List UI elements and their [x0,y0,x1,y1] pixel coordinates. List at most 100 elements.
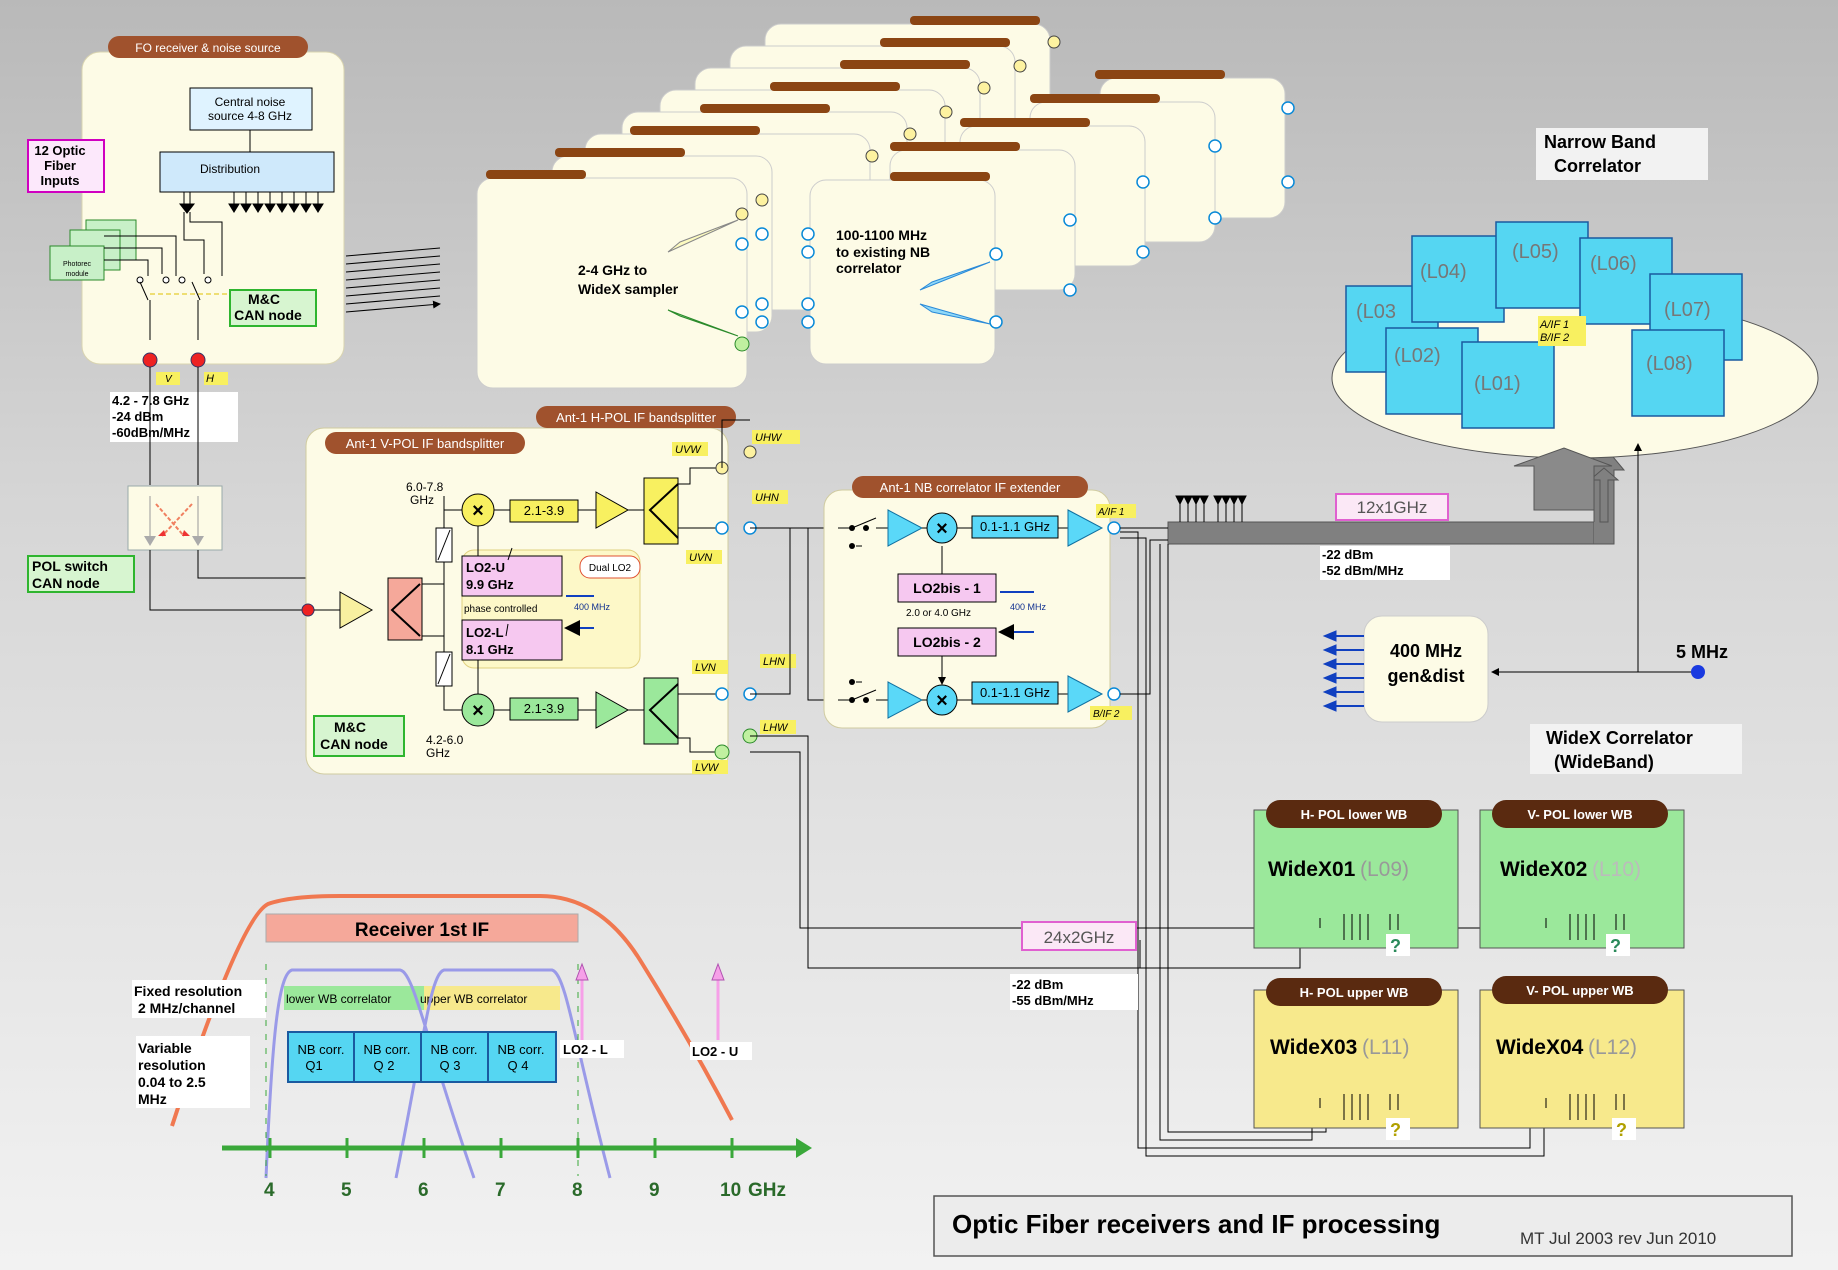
freq-choice-label: 2.0 or 4.0 GHz [906,608,971,619]
aif1-label: A/IF 1 [1097,507,1125,518]
port-lhn: LHN [763,656,785,668]
nb-sampler-line1: 100-1100 MHz [836,227,927,243]
lower-wb-label: lower WB correlator [286,992,391,1006]
spectrum-plot: Receiver 1st IF lower WB correlator uppe… [132,894,812,1201]
widex03-name: WideX03 [1270,1036,1357,1059]
bus-24-spec2: -55 dBm/MHz [1012,993,1094,1008]
lo2l-line1: LO2-L [466,625,504,640]
gen-line1: 400 MHz [1390,641,1462,661]
photorec-line1: Photorec [63,261,92,268]
nb-aif1: A/IF 1 [1539,319,1569,331]
filter-lower: 2.1-3.9 [524,701,564,716]
pol-switch-line2: CAN node [32,575,100,591]
fixed-res-line1: Fixed resolution [134,983,242,999]
lo2bis1-label: LO2bis - 1 [913,580,981,596]
widex-bus: 24x2GHz -22 dBm -55 dBm/MHz [800,531,1557,1157]
nb-filter2: 0.1-1.1 GHz [980,685,1050,700]
port-lvn: LVN [695,662,716,674]
nb-sampler-line2: to existing NB [836,244,930,260]
output-fiber-arrows [345,247,440,313]
widex-sampler-line1: 2-4 GHz to [578,262,647,278]
fo-mc-line1: M&C [248,291,280,307]
nb-corr-q2-line2: Q 2 [374,1058,395,1073]
nb-title-line1: Narrow Band [1544,132,1656,152]
optic-inputs-line2: Fiber [44,158,76,173]
h-label: H [206,373,214,385]
widex-correlator: WideX Correlator (WideBand) H- POL lower… [1253,724,1742,1140]
fo-receiver-panel: FO receiver & noise source Central noise… [27,36,345,442]
nb-unit-l07: (L07) [1664,299,1711,321]
widex02-name: WideX02 [1500,858,1587,881]
widex01-q: ? [1390,936,1401,956]
upper-wb-label: upper WB correlator [420,992,527,1006]
filter-upper: 2.1-3.9 [524,503,564,518]
nb-unit-l02: (L02) [1394,345,1441,367]
var-res-line4: MHz [138,1091,167,1107]
lo2l-line2: 8.1 GHz [466,642,514,657]
nb-extender-panel: Ant-1 NB correlator IF extender × × 0.1-… [823,476,1136,729]
bus-12-label: 12x1GHz [1357,498,1428,517]
axis-tick-label: 5 [341,1180,352,1201]
upper-freq-line1: 6.0-7.8 [406,480,444,494]
bus-24-spec1: -22 dBm [1012,977,1063,992]
lower-freq-line1: 4.2-6.0 [426,733,464,747]
axis-tick-label: 9 [649,1180,660,1201]
footer-credit: MT Jul 2003 rev Jun 2010 [1520,1229,1716,1248]
generator: 400 MHz gen&dist 5 MHz [1322,615,1728,723]
nb-corr-q2-line1: NB corr. [364,1042,411,1057]
nb-corr-q3-line1: NB corr. [431,1042,478,1057]
widex-sampler-line2: WideX sampler [578,281,679,297]
svg-text:×: × [472,500,484,522]
widex-input-arrows [1319,914,1625,1120]
nb-corr-q3-line2: Q 3 [440,1058,461,1073]
widex02-unit: (L10) [1592,858,1641,881]
bif2-label: B/IF 2 [1093,709,1120,720]
nb-unit-l04: (L04) [1420,261,1467,283]
receiver-if-passband [170,894,734,1127]
lo2u-line1: LO2-U [466,560,505,575]
widex01-tag: H- POL lower WB [1301,807,1408,822]
widex-title-line2: (WideBand) [1554,752,1654,772]
bus-12-spec1: -22 dBm [1322,547,1373,562]
nb-title-line2: Correlator [1554,156,1641,176]
nb-bus: 12x1GHz -22 dBm -52 dBm/MHz [1120,445,1626,695]
nb-unit-l05: (L05) [1512,241,1559,263]
svg-text:×: × [472,700,484,722]
receiver-if-label: Receiver 1st IF [355,920,489,941]
pol-switch-line1: POL switch [32,558,108,574]
narrow-band-correlator: Narrow Band Correlator (L03 (L04) (L05) … [1331,128,1819,672]
lo2bis2-label: LO2bis - 2 [913,634,981,650]
widex01-name: WideX01 [1268,858,1356,881]
nb-corr-q4-line1: NB corr. [498,1042,545,1057]
distribution-outputs [178,192,324,214]
port-uhn: UHN [755,492,779,504]
bus-24-label: 24x2GHz [1044,928,1115,947]
sampler-card-stack: 2-4 GHz to WideX sampler 100-1100 MHz to… [476,16,1295,389]
nb-sampler-line3: correlator [836,260,902,276]
var-res-line3: 0.04 to 2.5 [138,1074,206,1090]
lo2u-line2: 9.9 GHz [466,577,514,592]
widex02-q: ? [1610,936,1621,956]
spectrum-lo2u: LO2 - U [692,1044,738,1059]
widex-title-line1: WideX Correlator [1546,728,1693,748]
svg-text:×: × [936,690,948,712]
bus-12-spec2: -52 dBm/MHz [1322,563,1404,578]
nb-unit-l03: (L03 [1356,301,1396,323]
central-noise-line2: source 4-8 GHz [208,109,292,123]
fo-spec-line2: -24 dBm [112,409,163,424]
bus-up-arrow [1588,467,1620,523]
gen-line2: gen&dist [1387,666,1464,686]
fo-receiver-title: FO receiver & noise source [135,41,281,55]
port-uvn: UVN [689,552,712,564]
widex04-tag: V- POL upper WB [1526,983,1633,998]
upper-freq-line2: GHz [410,493,434,507]
var-res-line2: resolution [138,1057,206,1073]
central-noise-line1: Central noise [215,95,286,109]
crossover-wiring [750,527,1160,969]
title-block: Optic Fiber receivers and IF processing … [933,1195,1793,1257]
bandsplitter-400mhz: 400 MHz [574,602,611,612]
widex03-unit: (L11) [1362,1036,1409,1059]
